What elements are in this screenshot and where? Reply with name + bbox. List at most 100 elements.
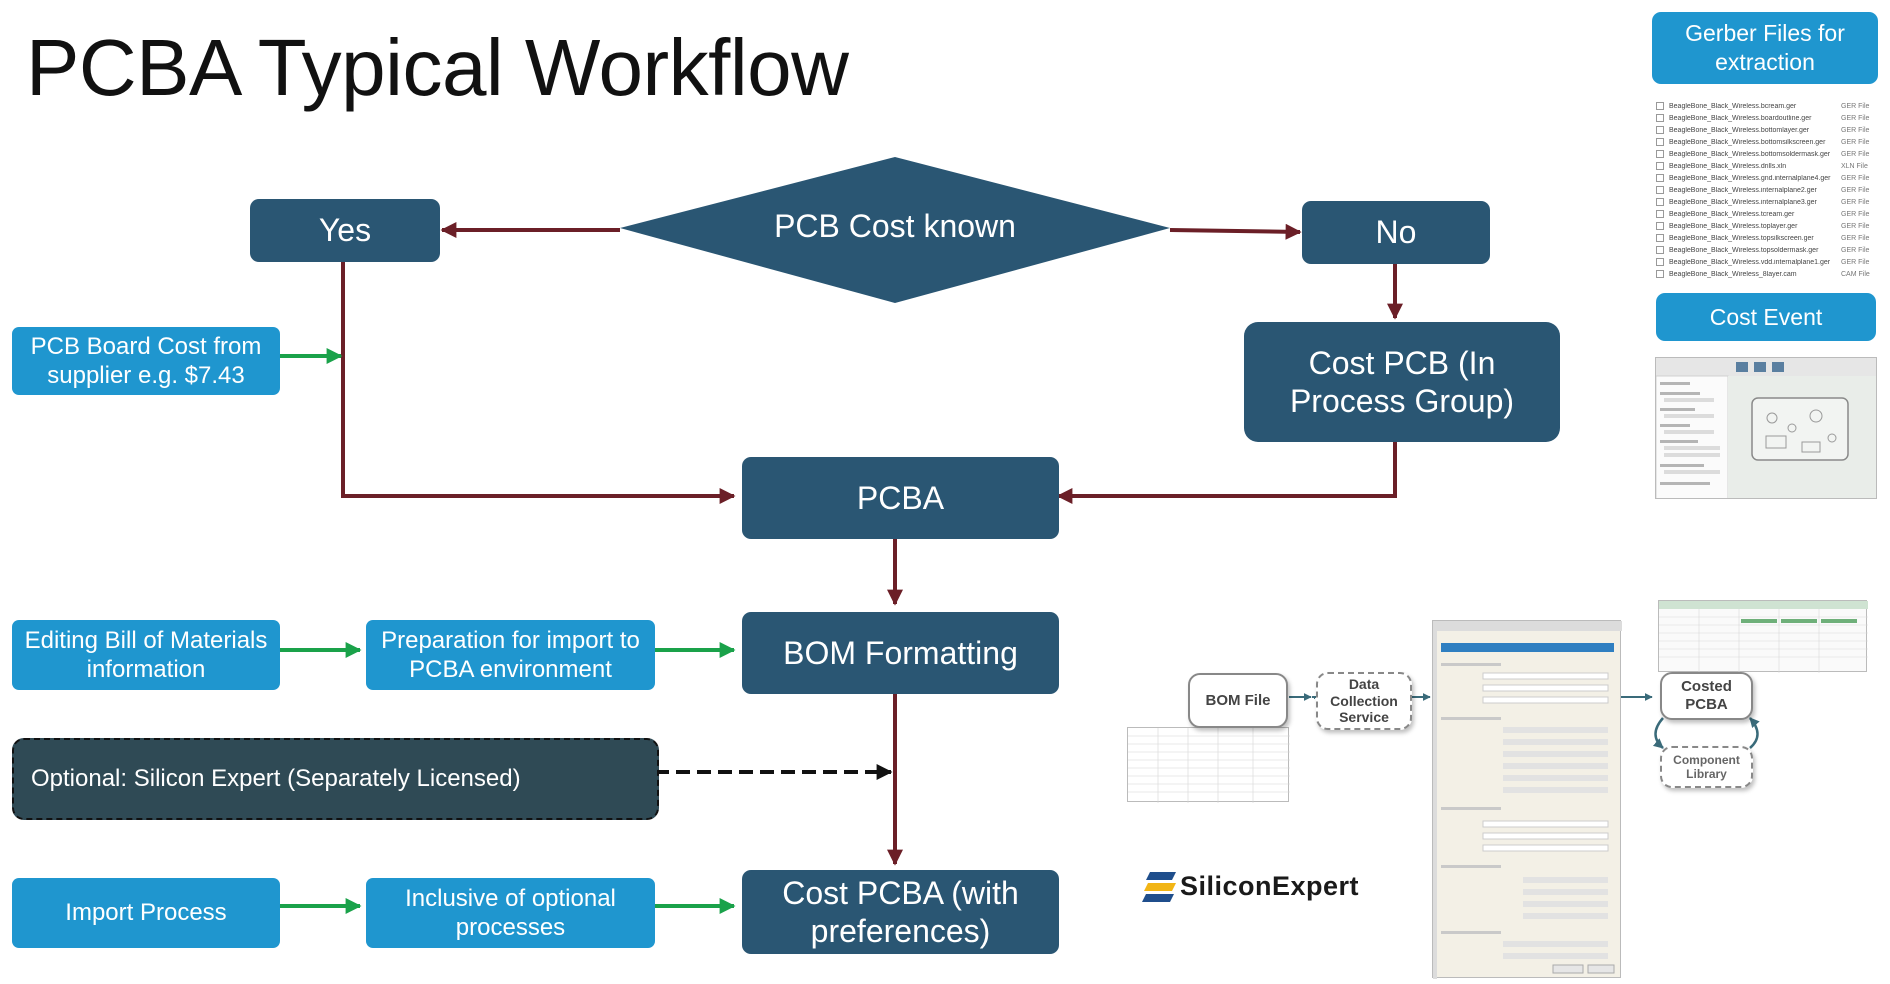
bom-formatting-box: BOM Formatting [742, 612, 1059, 694]
gerber-file-row: BeagleBone_Black_Wireless.internalplane3… [1656, 196, 1876, 208]
gerber-file-name: BeagleBone_Black_Wireless.bottomlayer.ge… [1669, 126, 1810, 134]
file-checkbox-icon [1656, 138, 1664, 146]
spreadsheet-screenshot [1658, 600, 1868, 673]
gerber-file-type: GER File [1841, 138, 1870, 146]
cost-event-screenshot [1655, 357, 1877, 499]
gerber-title-label: Gerber Files for extraction [1685, 20, 1845, 75]
gerber-file-type: GER File [1841, 258, 1870, 266]
gerber-file-row: BeagleBone_Black_Wireless.topsoldermask.… [1656, 244, 1876, 256]
file-checkbox-icon [1656, 126, 1664, 134]
silicon-expert-logo-icon [1142, 872, 1176, 902]
cost-pcb-box: Cost PCB (In Process Group) [1244, 322, 1560, 442]
pcba-box: PCBA [742, 457, 1059, 539]
file-checkbox-icon [1656, 258, 1664, 266]
gerber-file-row: BeagleBone_Black_Wireless.bottomsolderma… [1656, 148, 1876, 160]
gerber-file-type: GER File [1841, 234, 1870, 242]
gerber-file-row: BeagleBone_Black_Wireless.bottomlayer.ge… [1656, 124, 1876, 136]
gerber-file-name: BeagleBone_Black_Wireless.tcream.ger [1669, 210, 1795, 218]
no-label: No [1375, 214, 1417, 251]
cost-pcba-label: Cost PCBA (with preferences) [782, 874, 1019, 949]
silicon-expert-logo: SiliconExpert [1140, 866, 1359, 906]
gerber-file-type: GER File [1841, 102, 1870, 110]
optional-silicon-expert-box: Optional: Silicon Expert (Separately Lic… [12, 738, 659, 820]
gerber-file-type: GER File [1841, 198, 1870, 206]
inclusive-label: Inclusive of optional processes [405, 884, 616, 941]
gerber-file-row: BeagleBone_Black_Wireless.bcream.ger GER … [1656, 100, 1876, 112]
gerber-file-name: BeagleBone_Black_Wireless.drills.xln [1669, 162, 1787, 170]
file-checkbox-icon [1656, 222, 1664, 230]
yes-label: Yes [318, 212, 372, 249]
file-checkbox-icon [1656, 150, 1664, 158]
gerber-file-type: GER File [1841, 222, 1870, 230]
board-cost-box: PCB Board Cost from supplier e.g. $7.43 [12, 327, 280, 395]
gerber-file-type: XLN File [1841, 162, 1868, 170]
import-process-box: Import Process [12, 878, 280, 948]
data-collection-label: Data Collection Service [1330, 675, 1398, 726]
gerber-file-type: GER File [1841, 174, 1870, 182]
silicon-expert-logo-text: SiliconExpert [1180, 870, 1360, 901]
file-checkbox-icon [1656, 210, 1664, 218]
pcba-label: PCBA [856, 479, 945, 516]
inclusive-box: Inclusive of optional processes [366, 878, 655, 948]
gerber-file-type: GER File [1841, 150, 1870, 158]
gerber-file-row: BeagleBone_Black_Wireless.drills.xln XLN … [1656, 160, 1876, 172]
gerber-file-row: BeagleBone_Black_Wireless.tcream.ger GER … [1656, 208, 1876, 220]
cost-pcb-label: Cost PCB (In Process Group) [1289, 344, 1515, 419]
editing-bom-box: Editing Bill of Materials information [12, 620, 280, 690]
gerber-file-name: BeagleBone_Black_Wireless.vdd.internalpl… [1669, 258, 1831, 266]
decision-diamond [620, 157, 1170, 303]
component-library-bubble: Component Library [1660, 746, 1753, 788]
preparation-box: Preparation for import to PCBA environme… [366, 620, 655, 690]
form-screenshot [1432, 620, 1622, 979]
gerber-file-name: BeagleBone_Black_Wireless.boardoutline.g… [1669, 114, 1812, 122]
arrow-illus-costed-library [1652, 717, 1664, 749]
gerber-file-row: BeagleBone_Black_Wireless.internalplane2… [1656, 184, 1876, 196]
no-box: No [1302, 201, 1490, 264]
bom-formatting-label: BOM Formatting [783, 634, 1018, 671]
page-title: PCBA Typical Workflow [26, 23, 849, 112]
cost-event-label: Cost Event [1709, 303, 1823, 330]
gerber-file-name: BeagleBone_Black_Wireless.internalplane3… [1669, 198, 1817, 206]
gerber-file-row: BeagleBone_Black_Wireless.bottomsilkscre… [1656, 136, 1876, 148]
gerber-title-box: Gerber Files for extraction [1652, 12, 1878, 84]
editing-bom-label: Editing Bill of Materials information [24, 626, 268, 683]
spreadsheet-art [1659, 601, 1868, 673]
data-collection-bubble: Data Collection Service [1316, 672, 1412, 730]
cost-event-box: Cost Event [1656, 293, 1876, 341]
component-library-label: Component Library [1673, 752, 1740, 781]
form-art [1433, 621, 1622, 979]
gerber-file-name: BeagleBone_Black_Wireless.toplayer.ger [1669, 222, 1798, 230]
gerber-file-row: BeagleBone_Black_Wireless_8layer.cam CAM … [1656, 268, 1876, 280]
gerber-file-type: CAM File [1841, 270, 1870, 278]
gerber-file-type: GER File [1841, 246, 1870, 254]
optional-label: Optional: Silicon Expert (Separately Lic… [31, 765, 521, 792]
bom-file-bubble: BOM File [1188, 673, 1288, 728]
gerber-file-row: BeagleBone_Black_Wireless.topsilkscreen.… [1656, 232, 1876, 244]
gerber-file-name: BeagleBone_Black_Wireless.internalplane2… [1669, 186, 1817, 194]
file-checkbox-icon [1656, 246, 1664, 254]
file-checkbox-icon [1656, 198, 1664, 206]
costed-pcba-label: Costed PCBA [1681, 678, 1732, 713]
costed-pcba-bubble: Costed PCBA [1660, 672, 1753, 720]
arrow-illus-library-costed [1749, 717, 1760, 749]
bom-file-label: BOM File [1205, 691, 1271, 709]
gerber-file-name: BeagleBone_Black_Wireless.gnd.internalpl… [1669, 174, 1831, 182]
board-cost-label: PCB Board Cost from supplier e.g. $7.43 [30, 332, 262, 389]
file-checkbox-icon [1656, 234, 1664, 242]
gerber-file-row: BeagleBone_Black_Wireless.boardoutline.g… [1656, 112, 1876, 124]
gerber-file-row: BeagleBone_Black_Wireless.toplayer.ger GE… [1656, 220, 1876, 232]
gerber-file-name: BeagleBone_Black_Wireless_8layer.cam [1669, 270, 1797, 278]
gerber-file-name: BeagleBone_Black_Wireless.bottomsolderma… [1669, 150, 1831, 158]
gerber-file-type: GER File [1841, 210, 1870, 218]
bom-table-art [1128, 728, 1290, 803]
file-checkbox-icon [1656, 174, 1664, 182]
gerber-file-name: BeagleBone_Black_Wireless.topsilkscreen.… [1669, 234, 1814, 242]
cost-pcba-box: Cost PCBA (with preferences) [742, 870, 1059, 954]
arrow-decision-no [1169, 223, 1302, 240]
import-process-label: Import Process [65, 899, 227, 927]
gerber-file-type: GER File [1841, 126, 1870, 134]
gerber-file-name: BeagleBone_Black_Wireless.bcream.ger [1669, 102, 1797, 110]
gerber-file-type: GER File [1841, 186, 1870, 194]
yes-box: Yes [250, 199, 440, 262]
